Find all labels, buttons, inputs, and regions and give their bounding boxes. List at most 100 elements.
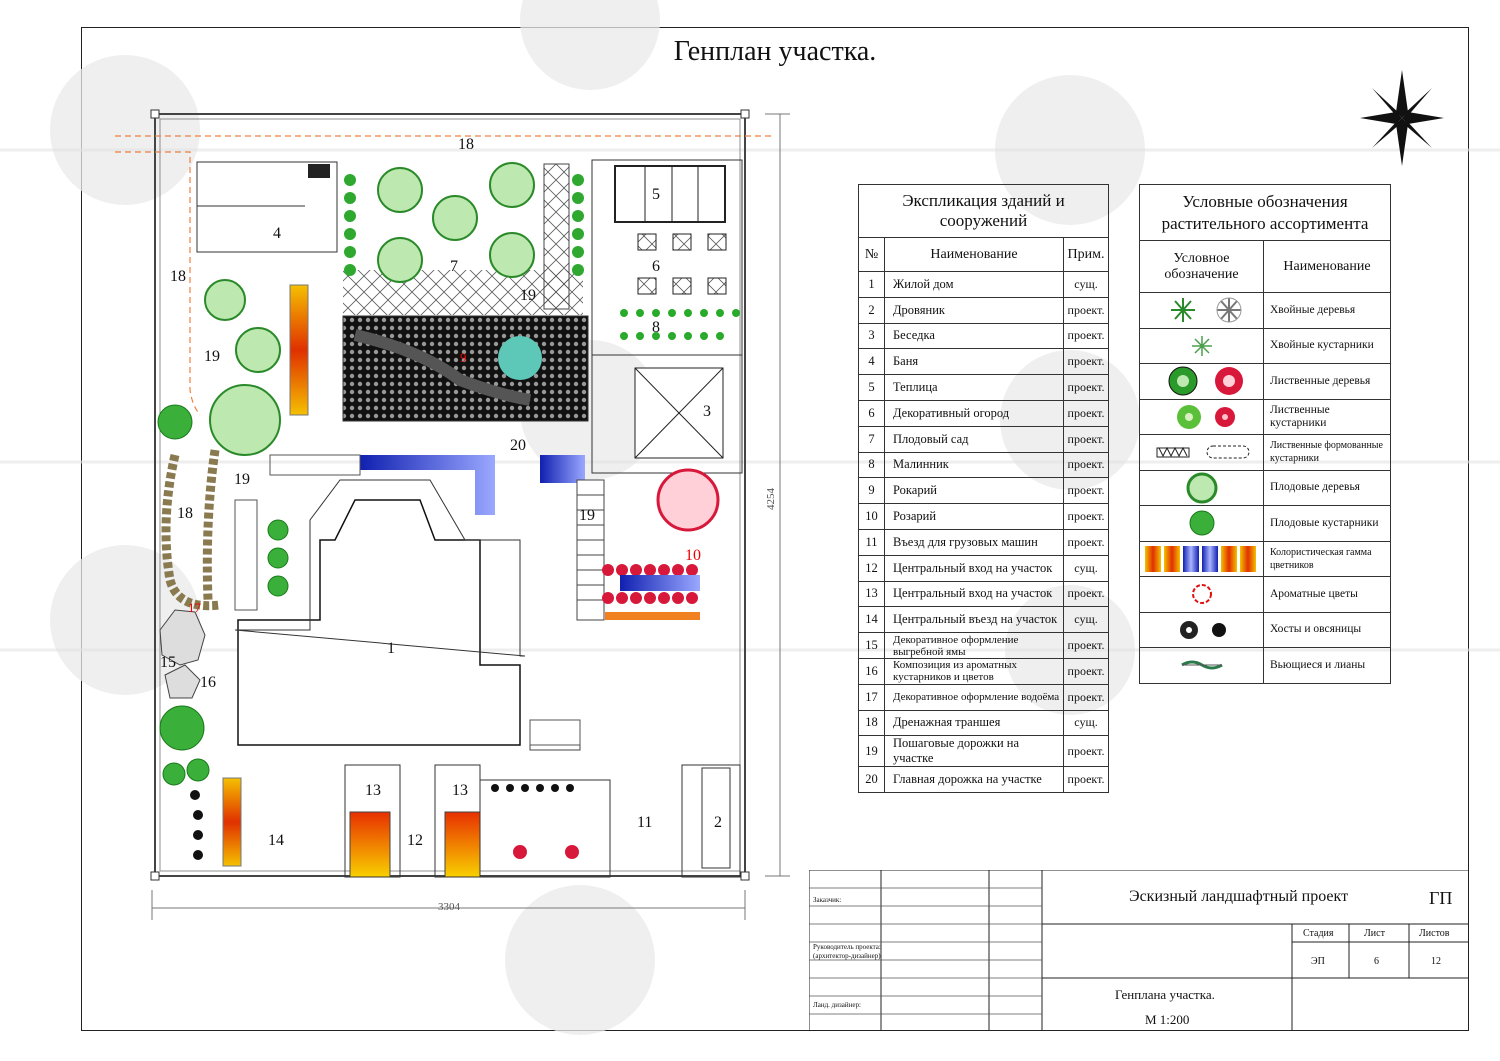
- row-name: Баня: [884, 348, 1064, 376]
- zone-label: 9: [460, 350, 467, 365]
- zone-label: 13: [452, 782, 468, 799]
- column-header: Наименование: [1263, 240, 1391, 293]
- column-header: №: [858, 237, 885, 272]
- row-note: сущ.: [1063, 271, 1109, 298]
- stage-header: Стадия: [1303, 928, 1334, 939]
- row-note: проект.: [1063, 503, 1109, 530]
- manager-sub-label: (архитектор-дизайнер): [813, 952, 881, 960]
- row-number: 9: [858, 477, 885, 505]
- zone-label: 6: [652, 258, 660, 275]
- legend-row: Лиственные деревья: [1139, 363, 1391, 400]
- row-note: проект.: [1063, 399, 1109, 427]
- row-name: Розарий: [884, 503, 1064, 530]
- north-arrow-icon: [1351, 46, 1444, 166]
- zone-label: 1: [387, 640, 395, 657]
- manager-label: Руководитель проекта:: [813, 943, 881, 951]
- legend-label: Плодовые кустарники: [1263, 505, 1391, 542]
- zone-label: 16: [200, 674, 216, 691]
- legend-row: Хвойные деревья: [1139, 292, 1391, 329]
- drawing-frame: [81, 27, 1469, 1031]
- zone-label: 3: [703, 403, 711, 420]
- zone-label: 11: [637, 814, 652, 831]
- legend-label: Хвойные кустарники: [1263, 327, 1391, 364]
- legend-row: Хвойные кустарники: [1139, 327, 1391, 364]
- legend-label: Плодовые деревья: [1263, 469, 1391, 506]
- row-name: Теплица: [884, 374, 1064, 401]
- dimension-height: 4254: [765, 488, 777, 511]
- row-note: проект.: [1063, 425, 1109, 453]
- conifer-shrubs-icon: [1139, 327, 1264, 364]
- scale: М 1:200: [1145, 1012, 1190, 1027]
- site-plan: 1 2 3 4 5 6 7 8 9 10 11 12 13 13 14 15 1…: [115, 109, 790, 920]
- deciduous-trees-icon: [1139, 363, 1264, 400]
- row-number: 20: [858, 766, 885, 794]
- zone-label: 2: [714, 814, 722, 831]
- row-number: 1: [858, 271, 885, 298]
- row-number: 17: [858, 683, 885, 711]
- stage-value: ЭП: [1311, 956, 1325, 967]
- row-number: 11: [858, 528, 885, 556]
- legend-row: Лиственные формованные кустарники: [1139, 434, 1391, 471]
- row-note: проект.: [1063, 528, 1109, 556]
- row-note: проект.: [1063, 477, 1109, 505]
- row-name: Центральный вход на участок: [884, 554, 1064, 582]
- row-name: Декоративное оформление выгребной ямы: [884, 632, 1064, 659]
- legend-label: Вьющиеся и лианы: [1263, 647, 1391, 684]
- row-note: проект.: [1063, 296, 1109, 324]
- row-number: 16: [858, 657, 885, 685]
- row-note: проект.: [1063, 735, 1109, 768]
- row-name: Композиция из ароматных кустарников и цв…: [884, 657, 1064, 685]
- row-number: 14: [858, 606, 885, 634]
- fruit-shrubs-icon: [1139, 505, 1264, 542]
- row-name: Декоративное оформление водоёма: [884, 683, 1064, 711]
- row-number: 8: [858, 451, 885, 479]
- row-number: 18: [858, 709, 885, 737]
- sheet-header: Лист: [1364, 928, 1385, 939]
- row-name: Главная дорожка на участке: [884, 766, 1064, 794]
- zone-label: 18: [458, 136, 474, 153]
- row-note: проект.: [1063, 451, 1109, 479]
- row-name: Въезд для грузовых машин: [884, 528, 1064, 556]
- zone-label: 20: [510, 437, 526, 454]
- zone-label: 8: [652, 319, 660, 336]
- row-name: Дровяник: [884, 296, 1064, 324]
- row-name: Центральный вход на участок: [884, 580, 1064, 608]
- zone-label: 19: [204, 348, 220, 365]
- row-name: Декоративный огород: [884, 399, 1064, 427]
- legend-label: Лиственные формованные кустарники: [1263, 434, 1391, 471]
- fruit-trees-icon: [1139, 469, 1264, 506]
- vines-icon: [1139, 647, 1264, 684]
- legend-row: Колористическая гамма цветников: [1139, 540, 1391, 577]
- row-note: проект.: [1063, 632, 1109, 659]
- row-note: проект.: [1063, 322, 1109, 350]
- legend-row: Плодовые кустарники: [1139, 505, 1391, 542]
- designer-label: Ланд. дизайнер:: [813, 1001, 861, 1009]
- row-number: 13: [858, 580, 885, 608]
- row-number: 2: [858, 296, 885, 324]
- row-number: 4: [858, 348, 885, 376]
- row-number: 5: [858, 374, 885, 401]
- title-block: Заказчик: Руководитель проекта: (архитек…: [809, 870, 1469, 1031]
- row-note: сущ.: [1063, 709, 1109, 737]
- hosta-grass-icon: [1139, 611, 1264, 648]
- flowerbed-colors-icon: [1139, 540, 1264, 577]
- zone-label: 19: [579, 507, 595, 524]
- legend-row: Вьющиеся и лианы: [1139, 647, 1391, 684]
- row-number: 12: [858, 554, 885, 582]
- row-note: проект.: [1063, 766, 1109, 794]
- row-note: сущ.: [1063, 606, 1109, 634]
